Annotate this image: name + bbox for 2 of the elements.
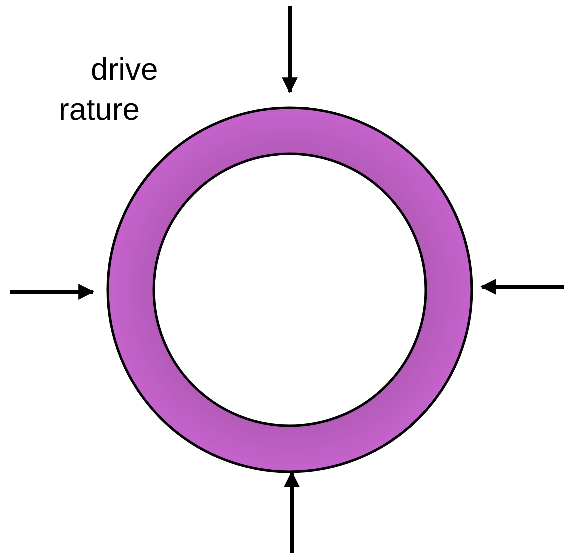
note-text: rature [59, 92, 140, 128]
note-text: drive [91, 52, 158, 88]
